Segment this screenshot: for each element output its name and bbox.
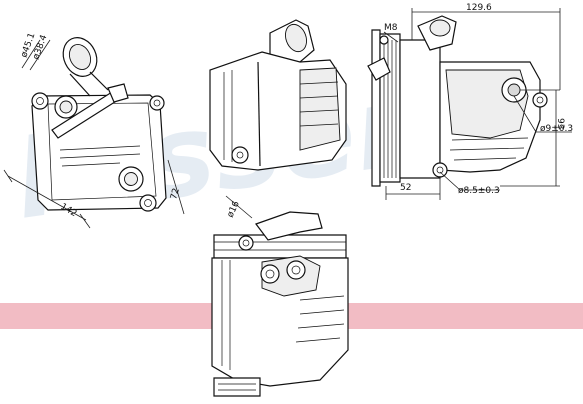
right-view [367, 15, 548, 187]
dim-height-72: 72 [169, 187, 182, 201]
dim-group-right: 129.6 M8 93 ø9±0.3 52 ø8.5±0.3 [383, 3, 573, 200]
dim-thread-m8: M8 [384, 23, 398, 33]
dim-base-52: 52 [400, 183, 411, 193]
dim-length-129-6: 129.6 [466, 3, 492, 13]
side-view [209, 19, 347, 171]
front-view [31, 37, 167, 212]
dim-bore-9: ø9±0.3 [540, 124, 573, 134]
dim-bore-8-5: ø8.5±0.3 [458, 186, 500, 196]
dim-height-93: 93 [555, 118, 565, 129]
bottom-view [211, 211, 349, 397]
